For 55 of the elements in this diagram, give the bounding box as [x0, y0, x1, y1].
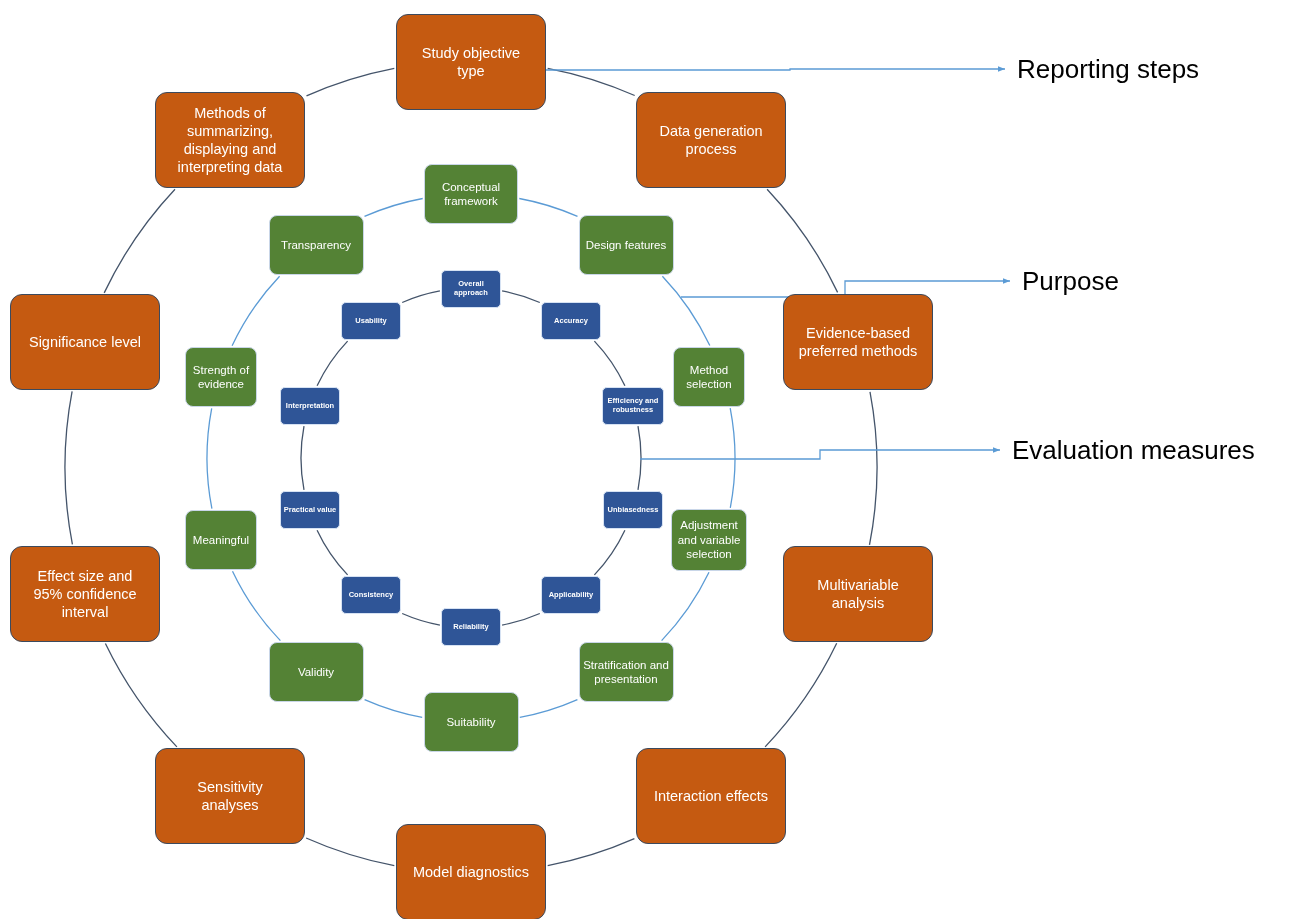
ring-connector: [401, 290, 441, 304]
attribute-box: Stratification and presentation: [578, 642, 674, 702]
heading-text: Reporting steps: [1005, 51, 1255, 87]
process-box: Evidence-based preferred methods: [783, 294, 933, 390]
process-box: Study objective type: [396, 14, 546, 110]
attribute-box: Validity: [268, 642, 364, 702]
arrow: [639, 447, 1001, 460]
attribute-box: Design features: [578, 215, 674, 275]
attribute-box: Meaningful: [185, 510, 257, 570]
ring-connector: [316, 340, 349, 387]
heading-text: Evaluation measures: [1000, 432, 1290, 468]
process-box: Significance level: [10, 294, 160, 390]
ring-connector: [501, 612, 541, 626]
ring-connector: [764, 642, 838, 748]
ring-connector: [104, 642, 178, 748]
ring-connector: [593, 340, 626, 387]
process-box: Methods of summarizing, displaying and interpreting data: [155, 92, 305, 188]
ring-connector: [300, 425, 305, 491]
ring-connector: [363, 197, 424, 218]
process-box: Data generation process: [636, 92, 786, 188]
ring-connector: [729, 407, 736, 509]
process-box: Effect size and 95% confidence interval: [10, 546, 160, 642]
ring-connector: [305, 67, 395, 97]
attribute-box: Adjustment and variable selection: [671, 509, 747, 571]
ring-connector: [518, 197, 579, 218]
ring-connector: [363, 698, 423, 719]
attribute-box: Conceptual framework: [424, 164, 518, 224]
attribute-box: Method selection: [673, 347, 745, 407]
ring-connector: [231, 275, 281, 347]
ring-connector: [401, 612, 441, 626]
attribute-box: Transparency: [268, 215, 364, 275]
attribute-box: Strength of evidence: [185, 347, 257, 407]
ring-connector: [547, 67, 636, 97]
ring-connector: [231, 570, 282, 642]
ring-connector: [501, 290, 541, 304]
ring-connector: [64, 390, 74, 546]
ring-connector: [637, 425, 642, 491]
ring-connector: [868, 391, 878, 546]
ring-connector: [103, 188, 176, 294]
ring-connector: [593, 529, 626, 576]
process-box: Model diagnostics: [396, 824, 546, 919]
ring-connector: [305, 837, 395, 867]
ring-connector: [660, 571, 710, 642]
ring-connector: [519, 698, 579, 719]
process-box: Multivariable analysis: [783, 546, 933, 642]
ring-connector: [316, 529, 349, 576]
heading-text: Purpose: [1010, 263, 1170, 299]
arrow: [545, 66, 1006, 72]
attribute-box: Suitability: [423, 692, 519, 752]
process-box: Interaction effects: [636, 748, 786, 844]
ring-connector: [766, 188, 839, 294]
ring-connector: [206, 407, 213, 510]
process-box: Sensitivity analyses: [155, 748, 305, 844]
ring-connector: [661, 275, 711, 347]
ring-connector: [547, 838, 636, 867]
